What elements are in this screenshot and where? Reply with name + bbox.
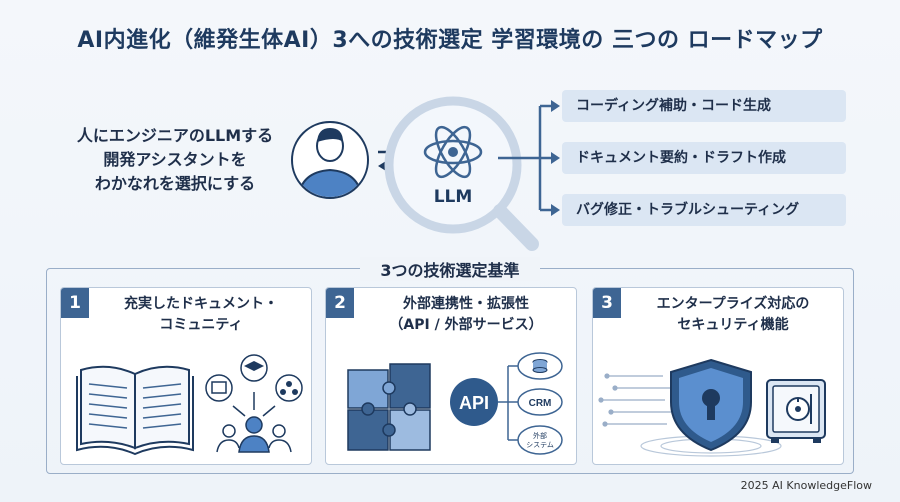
criteria-card-title: 充実したドキュメント・ コミュニティ: [97, 294, 305, 336]
criteria-number: 1: [61, 288, 89, 318]
criteria-title-line-2: コミュニティ: [159, 317, 243, 333]
documentation-illustration: [76, 354, 303, 456]
puzzle-icon: [347, 363, 431, 451]
capability-coding: コーディング補助・コード生成: [562, 90, 846, 122]
integration-illustration: API CRM 外部 システム: [347, 352, 563, 455]
criteria-card-integration: 2 外部連携性・拡張性 （API / 外部サービス） API: [325, 287, 577, 465]
database-cloud-icon: [517, 352, 563, 380]
criteria-number: 2: [326, 288, 354, 318]
capability-debug: バグ修正・トラブルシューティング: [562, 194, 846, 226]
intro-line-1: 人にエンジニアのLLMする: [76, 126, 274, 145]
criteria-title: 3つの技術選定基準: [360, 257, 540, 281]
page-title: AI内進化（維発生体AI）3への技術選定 学習環境の 三つの ロードマップ: [77, 28, 823, 53]
llm-diagram: [291, 96, 560, 251]
llm-label: LLM: [433, 187, 473, 207]
criteria-title-line-1: エンタープライズ対応の: [656, 296, 810, 312]
intro-line-2: 開発アシスタントを: [103, 150, 247, 169]
branch-arrows: [498, 100, 560, 216]
open-book-icon: [76, 365, 194, 456]
intro-text: 人にエンジニアのLLMする 開発アシスタントを わかなれを選択にする: [60, 124, 290, 196]
safe-icon: [766, 379, 826, 443]
crm-label: CRM: [529, 398, 552, 409]
criteria-card-security: 3 エンタープライズ対応の セキュリティ機能: [592, 287, 844, 465]
developer-avatar-icon: [291, 121, 369, 199]
api-label: API: [459, 393, 489, 413]
criteria-card-title: 外部連携性・拡張性 （API / 外部サービス）: [362, 294, 570, 336]
criteria-title-line-1: 充実したドキュメント・: [124, 296, 278, 312]
atom-icon: [423, 125, 483, 179]
circuit-lines: [598, 373, 671, 427]
external-label-2: システム: [526, 441, 554, 449]
criteria-card-title: エンタープライズ対応の セキュリティ機能: [629, 294, 837, 336]
api-icon: API: [450, 378, 498, 426]
community-icon: [205, 354, 303, 453]
crm-cloud-icon: CRM: [517, 388, 563, 416]
external-label-1: 外部: [533, 431, 547, 440]
criteria-title-line-2: セキュリティ機能: [677, 317, 789, 333]
external-system-cloud-icon: 外部 システム: [517, 425, 563, 455]
api-connectors: [498, 365, 520, 441]
capability-summary: ドキュメント要約・ドラフト作成: [562, 142, 846, 174]
intro-line-3: わかなれを選択にする: [94, 174, 256, 193]
security-illustration: [598, 358, 826, 457]
criteria-title-line-2: （API / 外部サービス）: [389, 317, 543, 333]
criteria-number: 3: [593, 288, 621, 318]
magnifier-icon: [384, 96, 539, 251]
criteria-title-line-1: 外部連携性・拡張性: [403, 296, 529, 312]
shield-lock-icon: [670, 358, 752, 452]
footer-credit: 2025 AI KnowledgeFlow: [740, 479, 872, 492]
criteria-card-documentation: 1 充実したドキュメント・ コミュニティ: [60, 287, 312, 465]
